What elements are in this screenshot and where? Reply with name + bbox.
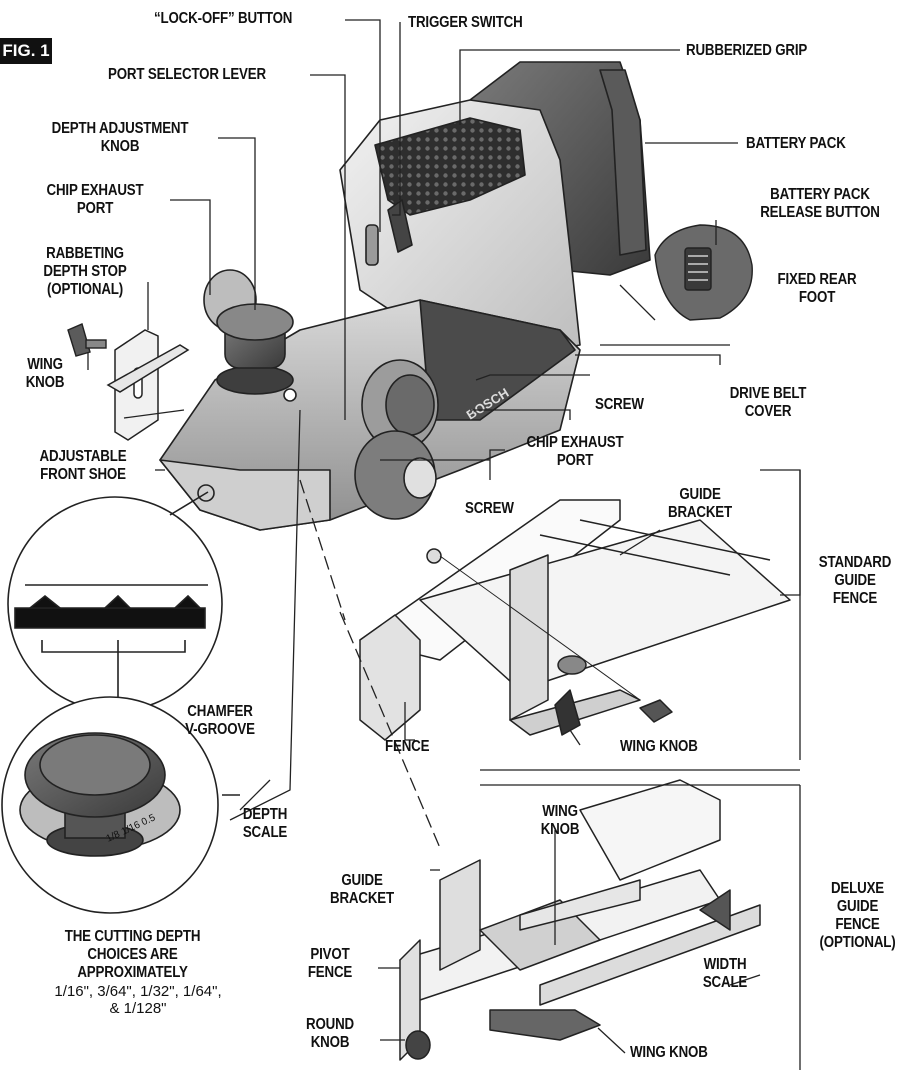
label-screw-right: SCREW [595,396,644,413]
lock-off-button [365,224,379,266]
label-fence: FENCE [385,738,430,755]
wing-knob-small [67,323,107,357]
callout-lines [87,19,801,1070]
trigger-switch [387,199,413,253]
planer-tool: BOSCH [159,61,651,531]
standard-guide-fence [359,499,791,741]
label-screw-mid: SCREW [465,500,514,517]
rubberized-grip [374,117,526,216]
label-wing-knob-bottom: WING KNOB [630,1044,708,1061]
deluxe-guide-fence [399,779,761,1061]
label-trigger-switch: TRIGGER SWITCH [408,14,523,31]
battery-release-inset [654,224,753,321]
label-wing-knob-standard: WING KNOB [620,738,698,755]
label-lock-off-button: “LOCK-OFF” BUTTON [154,10,293,27]
label-port-selector-lever: PORT SELECTOR LEVER [108,66,266,83]
cutting-depth-values: 1/16", 3/64", 1/32", 1/64",& 1/128" [54,983,222,1017]
label-rubberized-grip: RUBBERIZED GRIP [686,42,808,59]
figure-label: FIG. 1 [0,38,52,64]
label-battery-pack: BATTERY PACK [746,135,846,152]
depth-scale-magnifier [1,696,240,914]
rabbeting-depth-stop [106,329,190,441]
chamfer-magnifier [7,484,223,713]
